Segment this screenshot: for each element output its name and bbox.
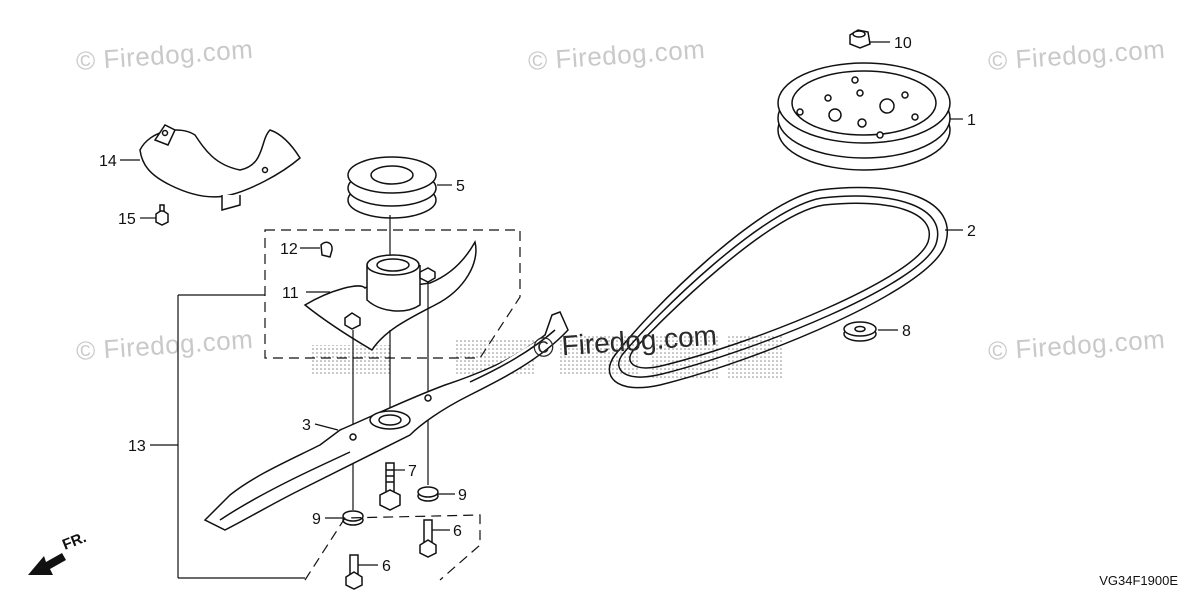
callout-12: 12	[280, 241, 298, 258]
callout-13: 13	[128, 438, 146, 455]
callout-8: 8	[902, 323, 911, 340]
kit-outline-11	[264, 229, 521, 359]
kit-outline-bolts	[304, 514, 481, 581]
blade-holder-part-11	[303, 239, 477, 352]
callout-7: 7	[408, 463, 417, 480]
callout-14: 14	[99, 153, 117, 170]
key-part-12	[320, 241, 333, 258]
washer-part-9-left	[342, 510, 364, 526]
callout-2: 2	[967, 223, 976, 240]
callout-6-left: 6	[382, 558, 391, 575]
washer-part-8	[843, 321, 877, 342]
diagram-code: VG34F1900E	[1099, 573, 1178, 588]
nut-part-10	[849, 29, 871, 49]
pulley-part-5	[347, 156, 437, 219]
callout-9-left: 9	[312, 511, 321, 528]
belt-part-2	[608, 186, 948, 389]
callout-9-right: 9	[458, 487, 467, 504]
blade-part-3	[203, 311, 569, 531]
callout-6-right: 6	[453, 523, 462, 540]
callout-1: 1	[967, 112, 976, 129]
bracket-13	[150, 294, 305, 579]
bolt-part-7	[379, 462, 401, 511]
callout-10: 10	[894, 35, 912, 52]
callout-5: 5	[456, 178, 465, 195]
front-direction-arrow-icon	[28, 553, 66, 575]
pulley-part-1	[777, 62, 951, 171]
bolt-part-6-right	[419, 519, 437, 558]
leader-lines	[120, 41, 963, 566]
bolt-part-6-left	[345, 554, 363, 590]
callout-15: 15	[118, 211, 136, 228]
cover-part-14	[139, 124, 301, 211]
bolt-part-15	[155, 204, 169, 226]
washer-part-9-right	[417, 486, 439, 502]
callout-3: 3	[302, 417, 311, 434]
callout-11: 11	[282, 285, 299, 302]
